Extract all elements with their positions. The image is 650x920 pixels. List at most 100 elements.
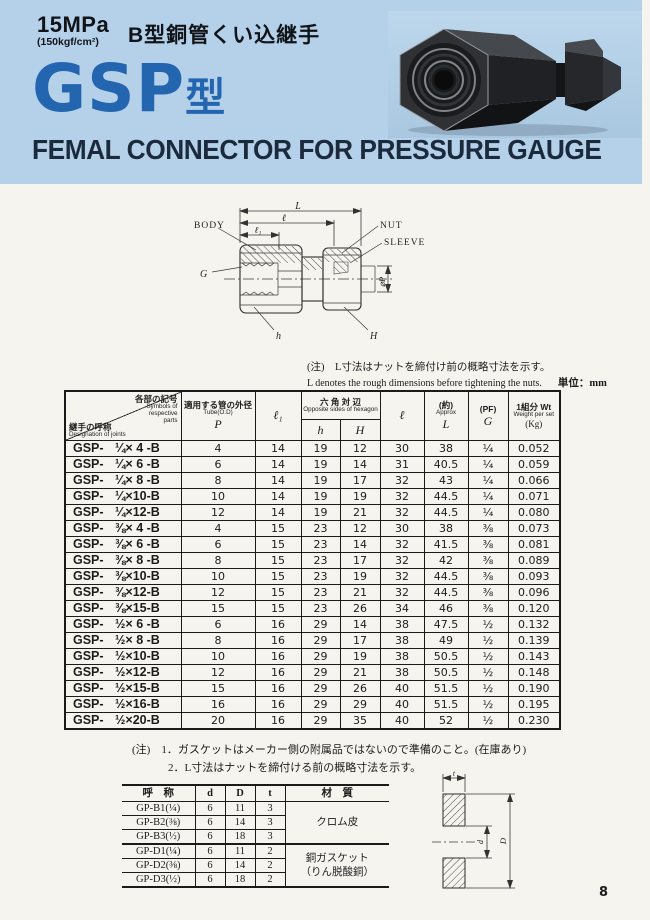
value-cell: 10 [180, 648, 256, 665]
value-cell: 16 [254, 664, 302, 681]
value-cell: 2 [254, 858, 285, 873]
corner-designation-jp: 継手の呼称 [69, 421, 112, 432]
corner-symbols-en: Symbols of respective parts [146, 403, 178, 425]
value-cell: GP-B2(⅜) [122, 815, 196, 830]
col-header-hex: 六 角 対 辺 Opposite sides of hexagon [300, 390, 381, 420]
value-cell: 14 [254, 472, 302, 489]
col-wt-en: Weight per set [513, 411, 554, 419]
value-cell: ⅜ [467, 568, 509, 585]
value-cell: 16 [254, 632, 302, 649]
col-header-H: H [339, 419, 381, 441]
col-l-sym: ℓ [399, 407, 405, 422]
designation-cell: GSP-⅜×10-B [64, 568, 182, 585]
value-cell: 44.5 [423, 568, 469, 585]
model-suffix-text: 型 [185, 75, 226, 121]
designation-cell: GSP-⅜× 6 -B [64, 536, 182, 553]
value-cell: 52 [423, 712, 469, 730]
value-cell: 0.148 [507, 664, 561, 681]
value-cell: 30 [379, 440, 425, 457]
value-cell: 6 [194, 829, 226, 844]
pressure-rating: 15MPa [37, 12, 110, 37]
col-header-G: (PF) G [467, 390, 509, 441]
gasket-dim-D: D [498, 837, 508, 845]
value-cell: 8 [180, 472, 256, 489]
value-cell: 32 [379, 552, 425, 569]
gasket-dim-d: d [476, 839, 485, 844]
value-cell: 6 [180, 536, 256, 553]
value-cell: 32 [379, 504, 425, 521]
col-G-jp: (PF) [479, 403, 497, 414]
value-cell: ½ [467, 632, 509, 649]
dim-l1-label: ℓ₁ [255, 225, 262, 235]
dim-l-label: ℓ [282, 213, 286, 224]
gasket-col-material: 材 質 [284, 785, 389, 802]
value-cell: ¼ [467, 472, 509, 489]
value-cell: 0.096 [507, 584, 561, 601]
value-cell: 41.5 [423, 536, 469, 553]
value-cell: 15 [254, 520, 302, 537]
designation-cell: GSP-½×10-B [64, 648, 182, 665]
value-cell: 17 [339, 632, 381, 649]
value-cell: 16 [180, 696, 256, 713]
value-cell: 29 [300, 616, 341, 633]
body-label: BODY [194, 221, 225, 231]
note-top-jp: (注) L寸法はナットを締付け前の概略寸法を示す。 [307, 362, 551, 373]
value-cell: 0.066 [507, 472, 561, 489]
value-cell: 0.059 [507, 456, 561, 473]
value-cell: ⅜ [467, 584, 509, 601]
designation-cell: GSP-⅜× 8 -B [64, 552, 182, 569]
notes-label: (注) [132, 744, 151, 756]
value-cell: 32 [379, 536, 425, 553]
value-cell: 15 [254, 536, 302, 553]
value-cell: 0.195 [507, 696, 561, 713]
material-cell: 銅ガスケット （りん脱酸銅） [284, 843, 389, 887]
col-header-L: (約) Approx L [423, 390, 469, 441]
value-cell: 19 [339, 648, 381, 665]
value-cell: 19 [300, 440, 341, 457]
nut-label: NUT [380, 221, 403, 231]
corner-designation-en: Designation of joints [69, 431, 126, 439]
value-cell: 32 [379, 568, 425, 585]
designation-cell: GSP-⅜×12-B [64, 584, 182, 601]
value-cell: 29 [300, 632, 341, 649]
value-cell: 17 [339, 472, 381, 489]
value-cell: 31 [379, 456, 425, 473]
h-label: h [276, 331, 281, 342]
value-cell: 12 [339, 440, 381, 457]
col-hex-jp: 六 角 対 辺 [319, 396, 362, 407]
value-cell: 21 [339, 504, 381, 521]
value-cell: ½ [467, 680, 509, 697]
value-cell: ½ [467, 696, 509, 713]
value-cell: 23 [300, 552, 341, 569]
value-cell: ¼ [467, 504, 509, 521]
col-wt-jp: 1組分 Wt [516, 402, 552, 413]
value-cell: 20 [180, 712, 256, 730]
col-header-wt: 1組分 Wt Weight per set (Kg) [507, 390, 561, 441]
unit-label: 単位：mm [557, 377, 607, 389]
value-cell: 16 [254, 648, 302, 665]
designation-cell: GSP-¼×12-B [64, 504, 182, 521]
value-cell: ⅜ [467, 520, 509, 537]
value-cell: 49 [423, 632, 469, 649]
value-cell: 50.5 [423, 648, 469, 665]
value-cell: 14 [339, 456, 381, 473]
value-cell: 0.143 [507, 648, 561, 665]
designation-cell: GSP-⅜×15-B [64, 600, 182, 617]
value-cell: ¼ [467, 488, 509, 505]
designation-cell: GSP-½×15-B [64, 680, 182, 697]
value-cell: 10 [180, 488, 256, 505]
value-cell: 12 [180, 664, 256, 681]
value-cell: 0.120 [507, 600, 561, 617]
H-label: H [369, 331, 378, 342]
corner-symbols-jp: 各部の記号 [134, 394, 178, 404]
note-top-en: L denotes the rough dimensions before ti… [307, 377, 542, 389]
value-cell: 0.089 [507, 552, 561, 569]
